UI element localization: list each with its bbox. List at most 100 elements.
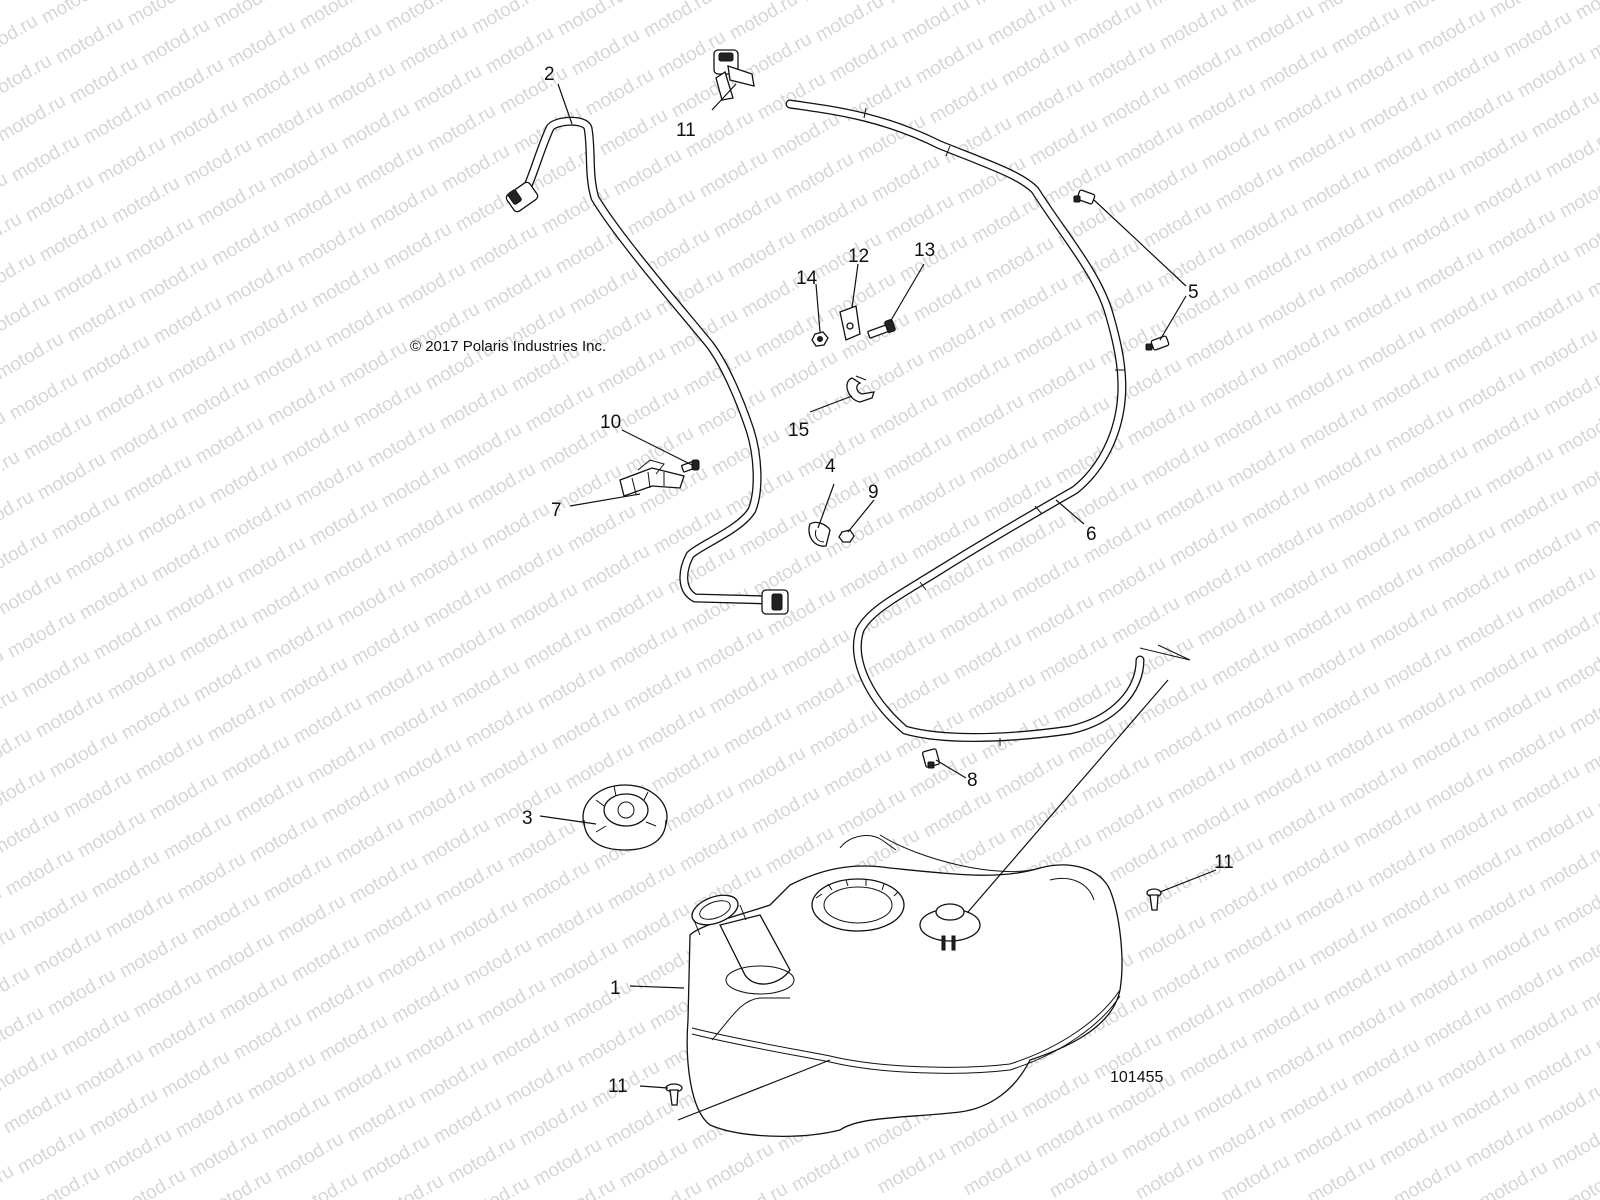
watermark-text: motod.ru: [162, 571, 237, 627]
watermark-text: motod.ru: [344, 1091, 419, 1147]
callout-labels: 2 11 5 12 13 14 15 10 7 4 9 6 8 3 11 1 1…: [522, 64, 1234, 1097]
watermark-text: motod.ru: [492, 539, 567, 595]
watermark-text: motod.ru: [264, 375, 339, 431]
watermark-text: motod.ru: [1220, 913, 1295, 969]
watermark-text: motod.ru: [432, 855, 507, 911]
watermark-text: motod.ru: [1494, 721, 1569, 777]
watermark-text: motod.ru: [560, 977, 635, 1033]
part-5-clip-upper: [1073, 189, 1096, 205]
callout-15: 14: [796, 268, 818, 289]
part-12-vent-valve: [713, 49, 755, 101]
watermark-text: motod.ru: [520, 619, 595, 675]
watermark-text: motod.ru: [924, 311, 999, 367]
watermark-text: motod.ru: [1050, 671, 1125, 727]
watermark-text: motod.ru: [1520, 1039, 1595, 1095]
watermark-text: motod.ru: [178, 373, 253, 429]
watermark-text: motod.ru: [66, 53, 141, 109]
watermark-text: motod.ru: [1320, 955, 1395, 1011]
watermark-text: motod.ru: [30, 925, 105, 981]
watermark-text: motod.ru: [506, 579, 581, 635]
watermark-text: motod.ru: [1126, 157, 1201, 213]
watermark-text: motod.ru: [1270, 81, 1345, 137]
watermark-text: motod.ru: [1514, 47, 1589, 103]
watermark-text: motod.ru: [964, 669, 1039, 725]
watermark-text: motod.ru: [466, 221, 541, 277]
watermark-text: motod.ru: [288, 931, 363, 987]
watermark-text: motod.ru: [882, 191, 957, 247]
watermark-text: motod.ru: [348, 615, 423, 671]
watermark-text: motod.ru: [1448, 1077, 1523, 1133]
watermark-text: motod.ru: [1440, 323, 1515, 379]
watermark-text: motod.ru: [1524, 563, 1599, 619]
watermark-text: motod.ru: [1296, 399, 1371, 455]
watermark-text: motod.ru: [160, 809, 235, 865]
watermark-text: motod.ru: [150, 293, 225, 349]
watermark-text: motod.ru: [436, 379, 511, 435]
watermark-text: motod.ru: [320, 535, 395, 591]
watermark-text: motod.ru: [174, 849, 249, 905]
watermark-text: motod.ru: [1024, 353, 1099, 409]
watermark-text: motod.ru: [176, 611, 251, 667]
watermark-text: motod.ru: [1462, 1117, 1537, 1173]
watermark-text: motod.ru: [14, 1123, 89, 1179]
watermark-text: motod.ru: [148, 531, 223, 587]
watermark-text: motod.ru: [1354, 321, 1429, 377]
watermark-text: motod.ru: [702, 1139, 777, 1195]
watermark-text: motod.ru: [1328, 3, 1403, 59]
watermark-text: motod.ru: [1480, 681, 1555, 737]
watermark-text: motod.ru: [1254, 279, 1329, 335]
watermark-text: motod.ru: [532, 897, 607, 953]
watermark-text: motod.ru: [420, 577, 495, 633]
callout-14: 13: [914, 240, 935, 261]
watermark-text: motod.ru: [1356, 83, 1431, 139]
watermark-text: motod.ru: [1178, 793, 1253, 849]
watermark-text: motod.ru: [662, 781, 737, 837]
watermark-text: motod.ru: [424, 101, 499, 157]
tank-filler-neck: [691, 894, 795, 995]
watermark-text: motod.ru: [864, 627, 939, 683]
watermark-text: motod.ru: [36, 211, 111, 267]
watermark-text: motod.ru: [92, 371, 167, 427]
watermark-text: motod.ru: [1368, 361, 1443, 417]
watermark-text: motod.ru: [252, 97, 327, 153]
watermark-text: motod.ru: [1352, 559, 1427, 615]
watermark-text: motod.ru: [894, 469, 969, 525]
watermark-text: motod.ru: [582, 65, 657, 121]
watermark-text: motod.ru: [1234, 953, 1309, 1009]
watermark-text: motod.ru: [734, 743, 809, 799]
watermark-text: motod.ru: [108, 173, 183, 229]
watermark-text: motod.ru: [1284, 121, 1359, 177]
part-3-fuel-cap: [582, 784, 668, 851]
watermark-text: motod.ru: [132, 729, 207, 785]
watermark-text: motod.ru: [1464, 879, 1539, 935]
watermark-text: motod.ru: [908, 509, 983, 565]
watermark-text: motod.ru: [258, 1089, 333, 1145]
watermark-text: motod.ru: [476, 737, 551, 793]
watermark-text: motod.ru: [360, 893, 435, 949]
watermark-text: motod.ru: [1084, 37, 1159, 93]
watermark-text: motod.ru: [910, 271, 985, 327]
watermark-text: motod.ru: [866, 389, 941, 445]
watermark-text: motod.ru: [1196, 357, 1271, 413]
watermark-text: motod.ru: [1280, 597, 1355, 653]
watermark-text: motod.ru: [1424, 521, 1499, 577]
watermark-text: motod.ru: [1204, 1111, 1279, 1167]
watermark-text: motod.ru: [80, 93, 155, 149]
watermark-text: motod.ru: [692, 623, 767, 679]
watermark-text: motod.ru: [1282, 359, 1357, 415]
watermark-text: motod.ru: [218, 731, 293, 787]
watermark-text: motod.ru: [402, 1013, 477, 1069]
watermark-text: motod.ru: [274, 891, 349, 947]
watermark-text: motod.ru: [606, 621, 681, 677]
watermark-text: motod.ru: [330, 1051, 405, 1107]
watermark-text: motod.ru: [1450, 839, 1525, 895]
callout-1: 1: [610, 978, 621, 999]
watermark-text: motod.ru: [366, 179, 441, 235]
watermark-text: motod.ru: [992, 749, 1067, 805]
watermark-text: motod.ru: [416, 1053, 491, 1109]
watermark-text: motod.ru: [1308, 677, 1383, 733]
watermark-text: motod.ru: [824, 269, 899, 325]
watermark-text: motod.ru: [350, 377, 425, 433]
part-6-vent-hose: [785, 99, 1145, 746]
watermark-text: motod.ru: [1378, 877, 1453, 933]
